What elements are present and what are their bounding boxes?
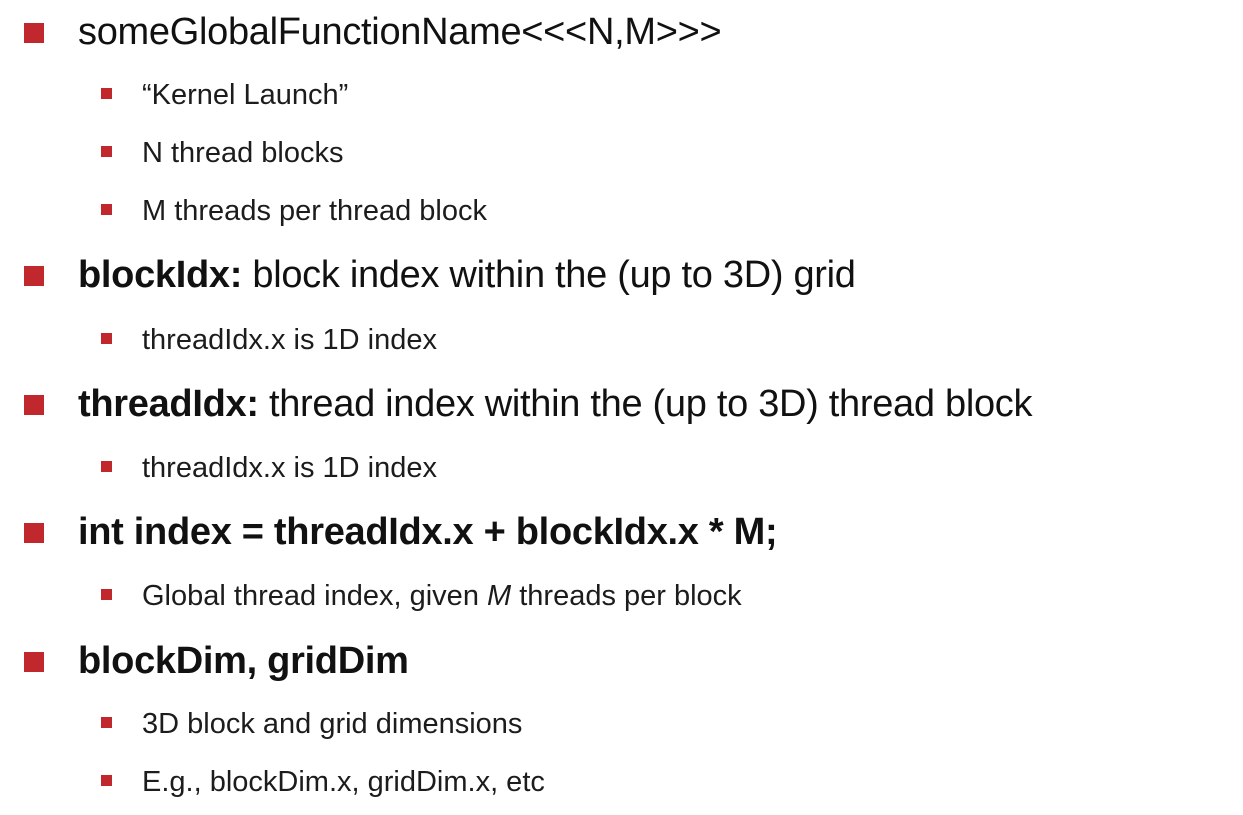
item-term: blockDim, gridDim [78, 640, 409, 682]
bullet-square-icon [101, 146, 112, 157]
sub-item-text: M threads per thread block [142, 195, 487, 227]
bullet-square-icon [24, 523, 44, 543]
bullet-square-icon [24, 23, 44, 43]
bullet-square-icon [101, 589, 112, 600]
item-term: threadIdx: [78, 383, 259, 425]
bullet-square-icon [24, 266, 44, 286]
item-description: block index within the (up to 3D) grid [242, 254, 856, 296]
item-text: threadIdx: thread index within the (up t… [78, 380, 1033, 428]
sub-item-text: 3D block and grid dimensions [142, 708, 523, 740]
item-term: blockIdx: [78, 254, 243, 296]
item-term: int index = threadIdx.x + blockIdx.x * M… [78, 511, 778, 553]
sub-item-text: threadIdx.x is 1D index [142, 324, 437, 356]
sub-item-text: Global thread index, given M threads per… [142, 577, 742, 615]
bullet-square-icon [101, 461, 112, 472]
sub-item-text: E.g., blockDim.x, gridDim.x, etc [142, 766, 545, 798]
sub-text-after: threads per block [511, 580, 742, 612]
bullet-square-icon [101, 333, 112, 344]
item-text: someGlobalFunctionName<<<N,M>>> [78, 11, 722, 53]
bullet-square-icon [24, 395, 44, 415]
item-text: blockIdx: block index within the (up to … [78, 251, 856, 299]
item-description: thread index within the (up to 3D) threa… [258, 383, 1033, 425]
sub-text-italic: M [487, 580, 512, 612]
bullet-square-icon [24, 652, 44, 672]
item-text: int index = threadIdx.x + blockIdx.x * M… [78, 508, 778, 556]
sub-item-text: threadIdx.x is 1D index [142, 452, 437, 484]
sub-text-before: Global thread index, given [142, 580, 487, 612]
bullet-square-icon [101, 775, 112, 786]
bullet-square-icon [101, 204, 112, 215]
item-text: blockDim, gridDim [78, 637, 409, 685]
bullet-square-icon [101, 717, 112, 728]
sub-item-text: N thread blocks [142, 137, 344, 169]
bullet-square-icon [101, 88, 112, 99]
sub-item-text: “Kernel Launch” [142, 79, 349, 111]
